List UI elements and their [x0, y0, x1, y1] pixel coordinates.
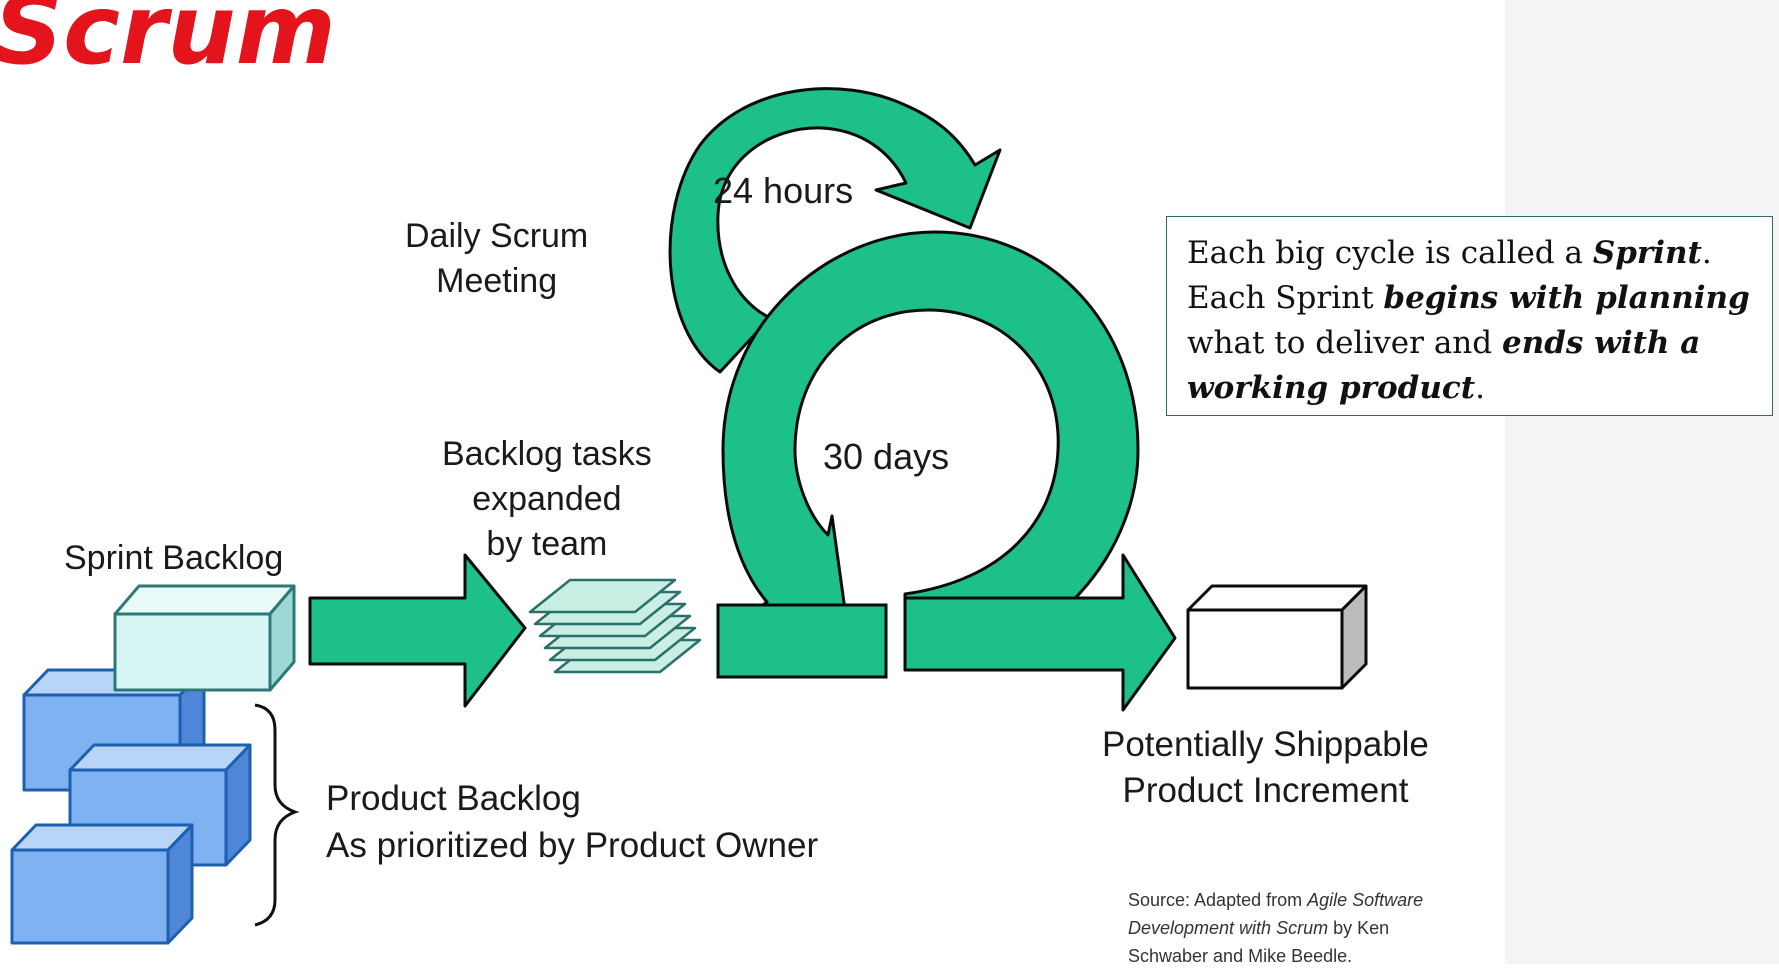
backlog-tasks-line1: Backlog tasks [442, 435, 652, 473]
backlog-tasks-line2: expanded [472, 479, 622, 518]
sprint-backlog-label: Sprint Backlog [64, 539, 284, 577]
callout-text: . [1701, 235, 1712, 271]
sprint-backlog-block [113, 584, 296, 692]
page-title: Scrum [0, 0, 336, 86]
callout-text: . [1475, 370, 1485, 406]
daily-scrum-line1: Daily Scrum [405, 217, 589, 255]
arrow-to-increment [903, 553, 1177, 712]
source-citation: Source: Adapted from Agile Software Deve… [1128, 887, 1423, 971]
daily-scrum-line2: Meeting [436, 261, 558, 300]
sprint-callout-box: Each big cycle is called a Sprint. Each … [1166, 216, 1773, 416]
daily-scrum-label: Daily Scrum Meeting [405, 214, 588, 304]
source-book-title: Development with Scrum [1128, 917, 1329, 938]
right-side-strip [1505, 0, 1779, 964]
shippable-increment-label: Potentially Shippable Product Increment [1102, 722, 1429, 813]
callout-emphasis: Sprint [1592, 235, 1702, 271]
source-text: by Ken [1328, 917, 1390, 938]
callout-text: Each big cycle is called a [1187, 235, 1593, 271]
product-backlog-line2: As prioritized by Product Owner [326, 826, 819, 866]
product-backlog-blocks [10, 668, 252, 945]
product-backlog-brace [254, 703, 300, 927]
arrow-to-tasks [308, 553, 527, 708]
backlog-tasks-line3: by team [486, 524, 608, 563]
callout-emphasis: ends with a working product [1187, 325, 1701, 406]
daily-cycle-arrow [668, 87, 1002, 374]
product-backlog-label: Product Backlog As prioritized by Produc… [326, 775, 818, 870]
days-label: 30 days [823, 436, 950, 477]
callout-text: what to deliver and [1187, 325, 1502, 361]
source-authors: Schwaber and Mike Beedle. [1128, 945, 1353, 966]
sprint-cycle-arrow [721, 230, 1140, 672]
backlog-tasks-label: Backlog tasks expanded by team [442, 432, 652, 567]
shippable-line2: Product Increment [1122, 770, 1409, 810]
backlog-block [68, 743, 252, 867]
hours-label: 24 hours [713, 170, 854, 211]
callout-text: Each Sprint [1187, 280, 1384, 316]
shippable-line1: Potentially Shippable [1102, 725, 1429, 764]
backlog-task-stack [528, 578, 702, 674]
callout-emphasis: begins with planning [1383, 280, 1750, 316]
source-text: Source: Adapted from [1128, 890, 1308, 910]
product-backlog-line1: Product Backlog [326, 779, 581, 818]
product-increment-box [1186, 584, 1368, 690]
backlog-block [10, 823, 194, 945]
sprint-output-bar [716, 603, 888, 679]
source-book-title: Agile Software [1307, 890, 1424, 910]
